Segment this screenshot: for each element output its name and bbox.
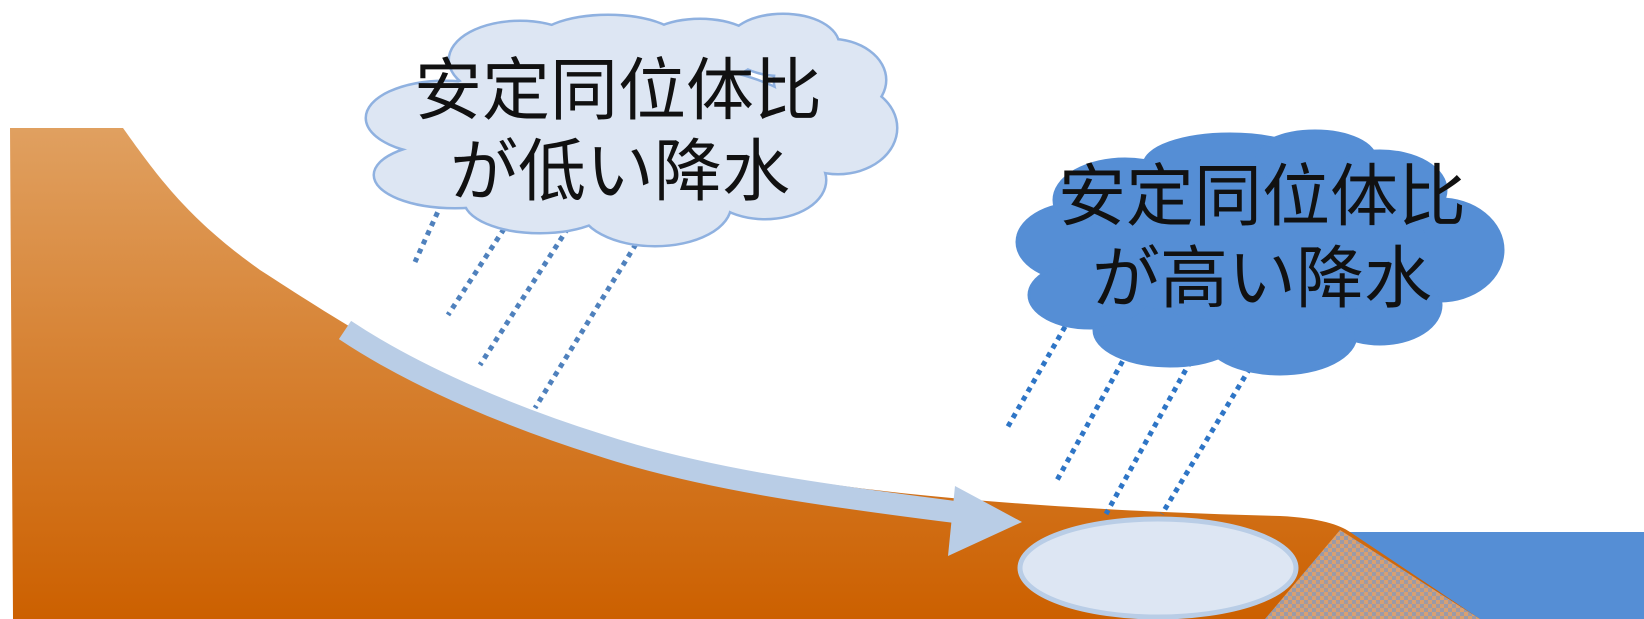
- cloud-high-line1: 安定同位体比: [1058, 158, 1466, 237]
- cloud-fill: [367, 15, 896, 245]
- rain-streak: [1159, 366, 1253, 516]
- cloud-fill: [1018, 132, 1502, 373]
- rain-streak: [477, 226, 571, 367]
- arrow-right-icon: [338, 320, 1022, 556]
- pond: [1017, 516, 1299, 619]
- cloud-low-line1: 安定同位体比: [414, 52, 822, 131]
- rain-streak: [532, 242, 639, 410]
- cloud-low-line2: が低い降水: [450, 133, 790, 212]
- cloud-low-isotope: 安定同位体比 が低い降水: [364, 12, 899, 248]
- hillside-ground: [10, 128, 1480, 619]
- rain-streak: [1003, 316, 1073, 432]
- rain-streak: [1053, 333, 1140, 484]
- cloud-high-isotope: 安定同位体比 が高い降水: [1015, 129, 1505, 376]
- flow-arrow-head: [948, 486, 1022, 556]
- cloud-high-line2: が高い降水: [1092, 240, 1432, 319]
- flow-arrow-shaft: [338, 320, 957, 523]
- coastal-mixing-zone: [1265, 530, 1480, 619]
